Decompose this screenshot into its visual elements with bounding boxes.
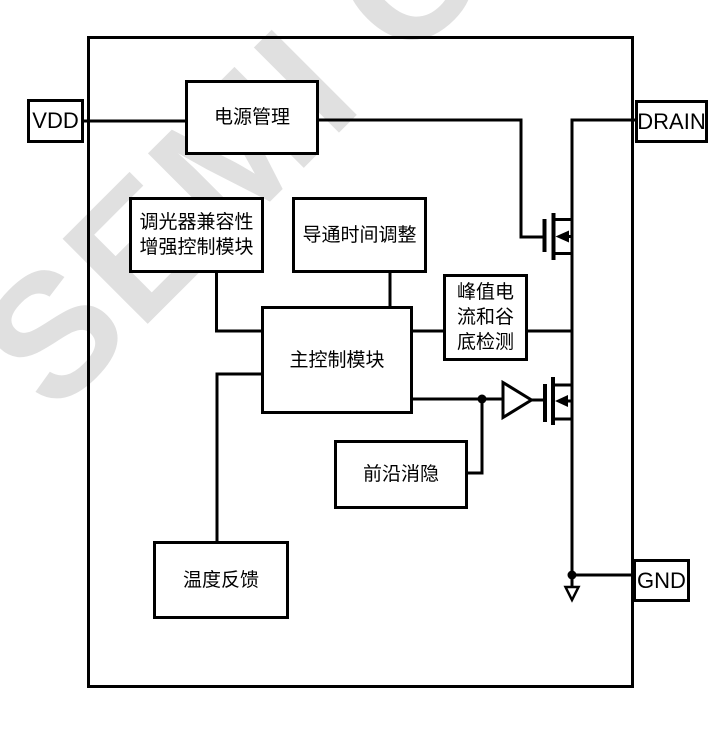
wire-dimmer-to-main [215, 271, 263, 333]
block-power-management: 电源管理 [185, 80, 319, 155]
block-peak-valley-detect: 峰值电 流和谷 底检测 [443, 274, 528, 361]
wire-main-to-temp [215, 372, 263, 543]
block-main-control-label: 主控制模块 [289, 349, 385, 371]
block-on-time-adjust-label: 导通时间调整 [302, 224, 417, 246]
block-dimmer-compatibility: 调光器兼容性 增强控制模块 [129, 197, 264, 273]
block-power-management-label: 电源管理 [213, 107, 290, 128]
block-on-time-adjust: 导通时间调整 [292, 197, 427, 273]
block-temperature-feedback: 温度反馈 [153, 541, 289, 619]
wire-drain-rail [570, 118, 636, 576]
pin-drain: DRAIN [635, 100, 708, 143]
pin-vdd: VDD [27, 99, 84, 143]
junction-dot-gate-node [477, 394, 487, 404]
mosfet-upper-icon [542, 213, 572, 260]
pin-gnd: GND [633, 559, 690, 602]
block-leading-edge-blanking: 前沿消隐 [334, 440, 468, 509]
pin-gnd-label: GND [637, 567, 686, 593]
wire-power-to-upper-gate [318, 118, 546, 239]
block-peak-valley-detect-label-line1: 峰值电 [456, 282, 514, 303]
pin-drain-label: DRAIN [637, 108, 706, 134]
gate-driver-buffer-icon [501, 379, 546, 421]
wire-node-to-blanking [466, 399, 484, 475]
block-temperature-feedback-label: 温度反馈 [182, 569, 259, 591]
mosfet-lower-icon [543, 377, 572, 425]
chip-boundary-rect [87, 36, 634, 688]
block-dimmer-compatibility-label-line1: 调光器兼容性 [139, 212, 254, 233]
block-main-control: 主控制模块 [261, 306, 413, 414]
block-peak-valley-detect-label-line3: 底检测 [456, 332, 514, 353]
block-peak-valley-detect-label-line2: 流和谷 [456, 307, 514, 328]
block-dimmer-compatibility-label-line2: 增强控制模块 [139, 237, 254, 258]
junction-dot-gnd-node [567, 570, 577, 580]
ground-symbol-icon [563, 585, 581, 603]
block-leading-edge-blanking-label: 前沿消隐 [362, 464, 439, 485]
pin-vdd-label: VDD [32, 108, 79, 133]
